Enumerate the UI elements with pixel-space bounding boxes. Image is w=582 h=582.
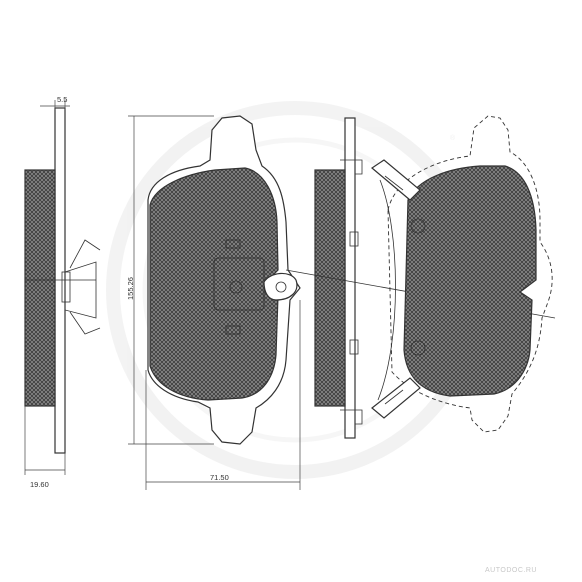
- side-view-right: [314, 117, 363, 439]
- mount-hole-top: [410, 218, 426, 234]
- wire-eyelet: [275, 281, 287, 293]
- mount-hole-bottom: [410, 340, 426, 356]
- side-view-left: [24, 107, 101, 454]
- friction-side-right: [314, 169, 346, 407]
- backplate-side-left: [54, 107, 66, 454]
- retainer-spring-top: [371, 159, 421, 201]
- spring-side-top: [340, 159, 363, 175]
- rear-view-pad: [371, 115, 553, 433]
- spring-clip-top: [69, 239, 101, 269]
- sensor-hole: [229, 280, 243, 294]
- registered-mark-icon: ®: [450, 134, 456, 142]
- dim-label-71-50: 71.50: [210, 473, 229, 482]
- retainer-spring-bottom: [371, 377, 421, 419]
- backplate-outline-dashed: [387, 115, 553, 433]
- dim-label-155-26: 155.26: [126, 277, 135, 300]
- dimension-backplate-thickness: 5.5: [40, 95, 70, 110]
- dim-label-19-60: 19.60: [30, 480, 49, 489]
- sensor-tab-bottom: [225, 325, 241, 335]
- backplate-side-right: [344, 117, 356, 439]
- guide-curve: [377, 179, 396, 401]
- sensor-tab-top: [225, 239, 241, 249]
- wire-loop: [263, 272, 298, 301]
- spring-clip-bottom: [69, 311, 101, 335]
- friction-side-left: [24, 169, 56, 407]
- dim-label-5-5: 5.5: [57, 95, 67, 104]
- clip-block: [61, 271, 71, 303]
- wear-clip-left: [64, 261, 97, 319]
- friction-material-rear: [403, 165, 537, 397]
- dimension-total-thickness: 19.60: [24, 406, 66, 489]
- watermark-text: AUTODOC.RU: [485, 567, 537, 574]
- front-view-pad: [147, 115, 301, 445]
- spring-side-bottom: [340, 409, 363, 425]
- dimension-pad-height: 155.26: [126, 115, 214, 445]
- dimension-pad-width: 71.50: [145, 300, 301, 490]
